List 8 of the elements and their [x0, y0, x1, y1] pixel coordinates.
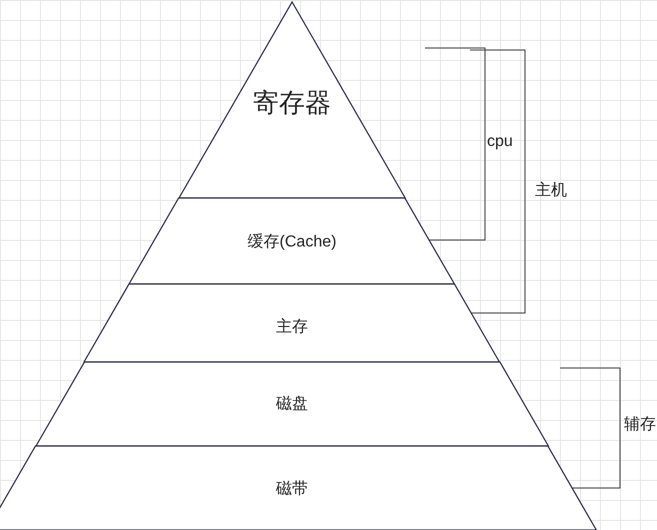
bracket-label: 主机	[535, 180, 567, 201]
bracket-label: cpu	[487, 133, 513, 151]
layer-label: 主存	[276, 317, 308, 338]
layer-label: 磁带	[276, 479, 308, 500]
bracket-label: 辅存	[624, 415, 656, 435]
layer-label: 缓存(Cache)	[248, 232, 336, 252]
layer-label: 磁盘	[276, 394, 308, 414]
layer-label: 寄存器	[252, 86, 331, 120]
